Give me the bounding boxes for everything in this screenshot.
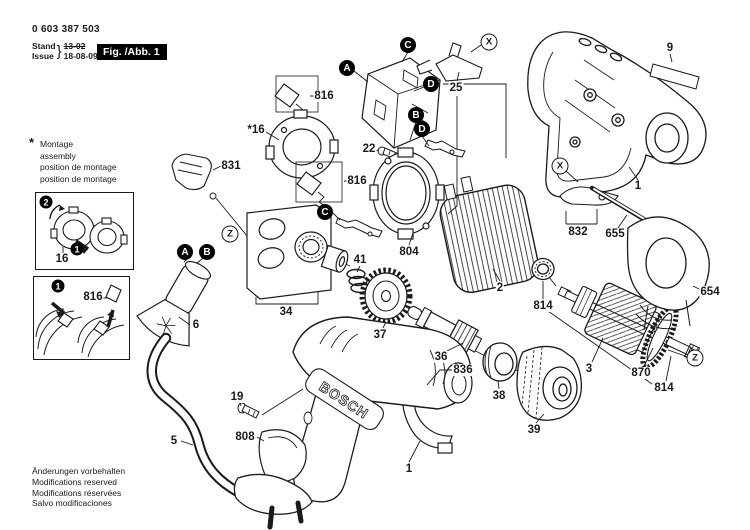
lever-25-drawing xyxy=(416,42,483,82)
modifications-note-line: Salvo modificaciones xyxy=(32,498,112,509)
part-label-1: 1 xyxy=(404,463,414,475)
modifications-note-line: Modifications reserved xyxy=(32,476,118,487)
part-label-816: 816 xyxy=(313,90,335,102)
part-label-38: 38 xyxy=(491,390,507,402)
callout-filled-B: B xyxy=(199,244,215,260)
stand-label: Stand xyxy=(32,41,56,51)
screw-19-drawing xyxy=(237,402,260,419)
part-label-816: 816 xyxy=(82,291,104,303)
callout-outline-X: X xyxy=(480,33,498,51)
date-old: 13-02 xyxy=(63,41,86,51)
part-label-19: 19 xyxy=(229,391,245,403)
part-label-16: *16 xyxy=(246,124,266,136)
part-label-814: 814 xyxy=(653,382,675,394)
part-label-804: 804 xyxy=(398,246,420,258)
aux-handle-654-drawing xyxy=(626,216,710,331)
inset-16-drawing xyxy=(49,204,128,255)
housing-shell-1-drawing xyxy=(527,31,707,198)
trigger-808-drawing xyxy=(258,429,307,483)
part-label-2: 2 xyxy=(495,282,505,294)
callout-filled-C: C xyxy=(400,37,416,53)
document-part-number: 0 603 387 503 xyxy=(32,24,100,35)
part-label-36: 36 xyxy=(433,351,449,363)
part-label-832: 832 xyxy=(567,226,589,238)
issue-brace: } xyxy=(56,43,62,60)
brush-holder-16-drawing xyxy=(265,109,339,179)
part-label-655: 655 xyxy=(604,228,626,240)
brush-plate-804-drawing xyxy=(369,147,445,240)
callout-outline-X: X xyxy=(551,157,569,175)
part-label-654: 654 xyxy=(699,286,721,298)
assembly-note-line: position de montage xyxy=(40,173,117,184)
callout-step-1: 1 xyxy=(51,279,65,293)
date-new: 18-08-09 xyxy=(63,50,98,61)
inset-box-816 xyxy=(33,276,130,360)
collar-38-drawing xyxy=(482,342,518,382)
part-label-6: 6 xyxy=(191,319,201,331)
contact-strip-upper-drawing xyxy=(424,139,466,158)
part-label-1: 1 xyxy=(633,180,643,192)
power-cord-5-drawing xyxy=(146,332,313,530)
contact-strip-lower-drawing xyxy=(335,217,383,238)
modifications-note-line: Modifications réservées xyxy=(32,487,122,498)
callout-filled-A: A xyxy=(177,244,193,260)
part-label-870: 870 xyxy=(630,367,652,379)
part-label-39: 39 xyxy=(526,424,542,436)
callout-outline-Z: Z xyxy=(221,225,239,243)
part-label-37: 37 xyxy=(372,329,388,341)
issue-block: Stand Issue } 13-02 18-08-09 xyxy=(32,41,98,61)
part-label-3: 3 xyxy=(584,363,594,375)
assembly-note: Montage assembly position de montage pos… xyxy=(40,139,117,185)
chuck-39-drawing xyxy=(516,345,582,421)
part-label-16: 16 xyxy=(54,253,70,265)
issue-label: Issue xyxy=(32,50,54,61)
flange-34-drawing xyxy=(246,204,349,305)
part-label-34: 34 xyxy=(278,306,294,318)
callout-filled-C: C xyxy=(317,204,333,220)
modifications-note: Änderungen vorbehalten Modifications res… xyxy=(32,466,125,509)
callout-outline-Z: Z xyxy=(686,349,704,367)
callout-filled-D: D xyxy=(414,121,430,137)
armature-3-drawing xyxy=(557,282,701,370)
callout-filled-D: D xyxy=(423,76,439,92)
assembly-note-line: position de montage xyxy=(40,162,117,172)
part-label-41: 41 xyxy=(352,254,368,266)
part-label-25: 25 xyxy=(448,82,464,94)
part-label-816: 816 xyxy=(346,175,368,187)
motor-housing-1-drawing: BOSCH xyxy=(292,316,473,503)
cord-grommet-6-drawing xyxy=(136,257,212,347)
brush-816-left-drawing xyxy=(295,161,343,207)
part-label-831: 831 xyxy=(220,160,242,172)
modifications-note-line: Änderungen vorbehalten xyxy=(32,466,126,476)
inset-816-drawing xyxy=(35,284,125,358)
part-label-814: 814 xyxy=(532,300,554,312)
callout-filled-B: B xyxy=(408,107,424,123)
nameplate-9-drawing xyxy=(649,63,700,90)
part-label-808: 808 xyxy=(234,431,256,443)
assembly-note-line: assembly xyxy=(40,150,76,161)
gear-37-drawing xyxy=(359,267,413,325)
stator-2-drawing xyxy=(439,175,539,293)
callout-step-1: 1 xyxy=(70,242,84,256)
bracket-836-drawing xyxy=(401,381,453,454)
figure-label: Fig. /Abb. 1 xyxy=(97,44,167,60)
switch-831-drawing xyxy=(171,153,212,191)
assembly-note-line: Montage xyxy=(40,139,74,149)
part-label-9: 9 xyxy=(665,42,675,54)
assembly-note-marker: * xyxy=(29,135,35,150)
callout-step-2: 2 xyxy=(39,195,53,209)
part-label-22: 22 xyxy=(361,143,377,155)
part-label-836: 836 xyxy=(452,364,474,376)
callout-filled-A: A xyxy=(339,60,355,76)
part-label-5: 5 xyxy=(169,435,179,447)
bearing-814-front-drawing xyxy=(531,257,555,281)
